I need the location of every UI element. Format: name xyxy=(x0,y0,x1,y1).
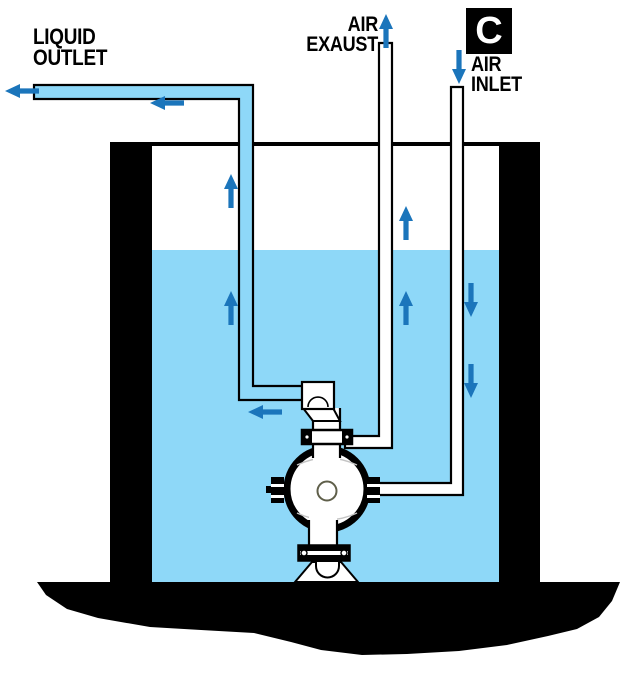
left-port-slit xyxy=(271,495,284,498)
left-port-nub xyxy=(266,486,271,493)
air-exhaust-pipe xyxy=(343,41,394,450)
pump-foot-bulb xyxy=(315,560,340,579)
diaphragm-pump xyxy=(266,380,380,583)
pump-elbow-dome xyxy=(307,396,329,408)
pump-right-port xyxy=(367,477,380,503)
air-inlet-label: AIR INLET xyxy=(471,53,522,96)
pump-left-port xyxy=(271,477,284,503)
left-port-slit xyxy=(271,484,284,487)
air-exhaust-label: AIR EXAUST xyxy=(266,13,379,56)
right-port-slit xyxy=(367,495,380,498)
air-inlet-label-line2: INLET xyxy=(471,73,522,96)
bottom-flange-bolt xyxy=(300,549,308,557)
air-exhaust-label-line2: EXAUST xyxy=(306,33,378,56)
bottom-flange-slit xyxy=(300,551,348,555)
pump-outlet-elbow xyxy=(300,380,336,411)
air-exhaust-label-line1: AIR xyxy=(347,13,379,36)
pump-bottom-neck xyxy=(309,516,337,548)
figure-marker-c: C xyxy=(466,8,512,54)
pump-center-hub xyxy=(316,480,338,502)
bolt-dot xyxy=(305,435,309,439)
pump-bottom-neck-walls xyxy=(307,520,339,546)
air-inlet-label-line1: AIR xyxy=(471,53,502,76)
right-port-slit xyxy=(367,484,380,487)
tank xyxy=(110,142,540,583)
bolt-dot xyxy=(345,435,349,439)
liquid-outlet-label: LIQUID OUTLET xyxy=(33,24,108,70)
flow-arrow-down-icon xyxy=(452,50,466,84)
liquid-outlet-label-line1: LIQUID xyxy=(33,24,96,49)
ground xyxy=(37,582,620,655)
bottom-flange-bolt xyxy=(340,549,348,557)
liquid-outlet-label-line2: OUTLET xyxy=(33,45,108,70)
